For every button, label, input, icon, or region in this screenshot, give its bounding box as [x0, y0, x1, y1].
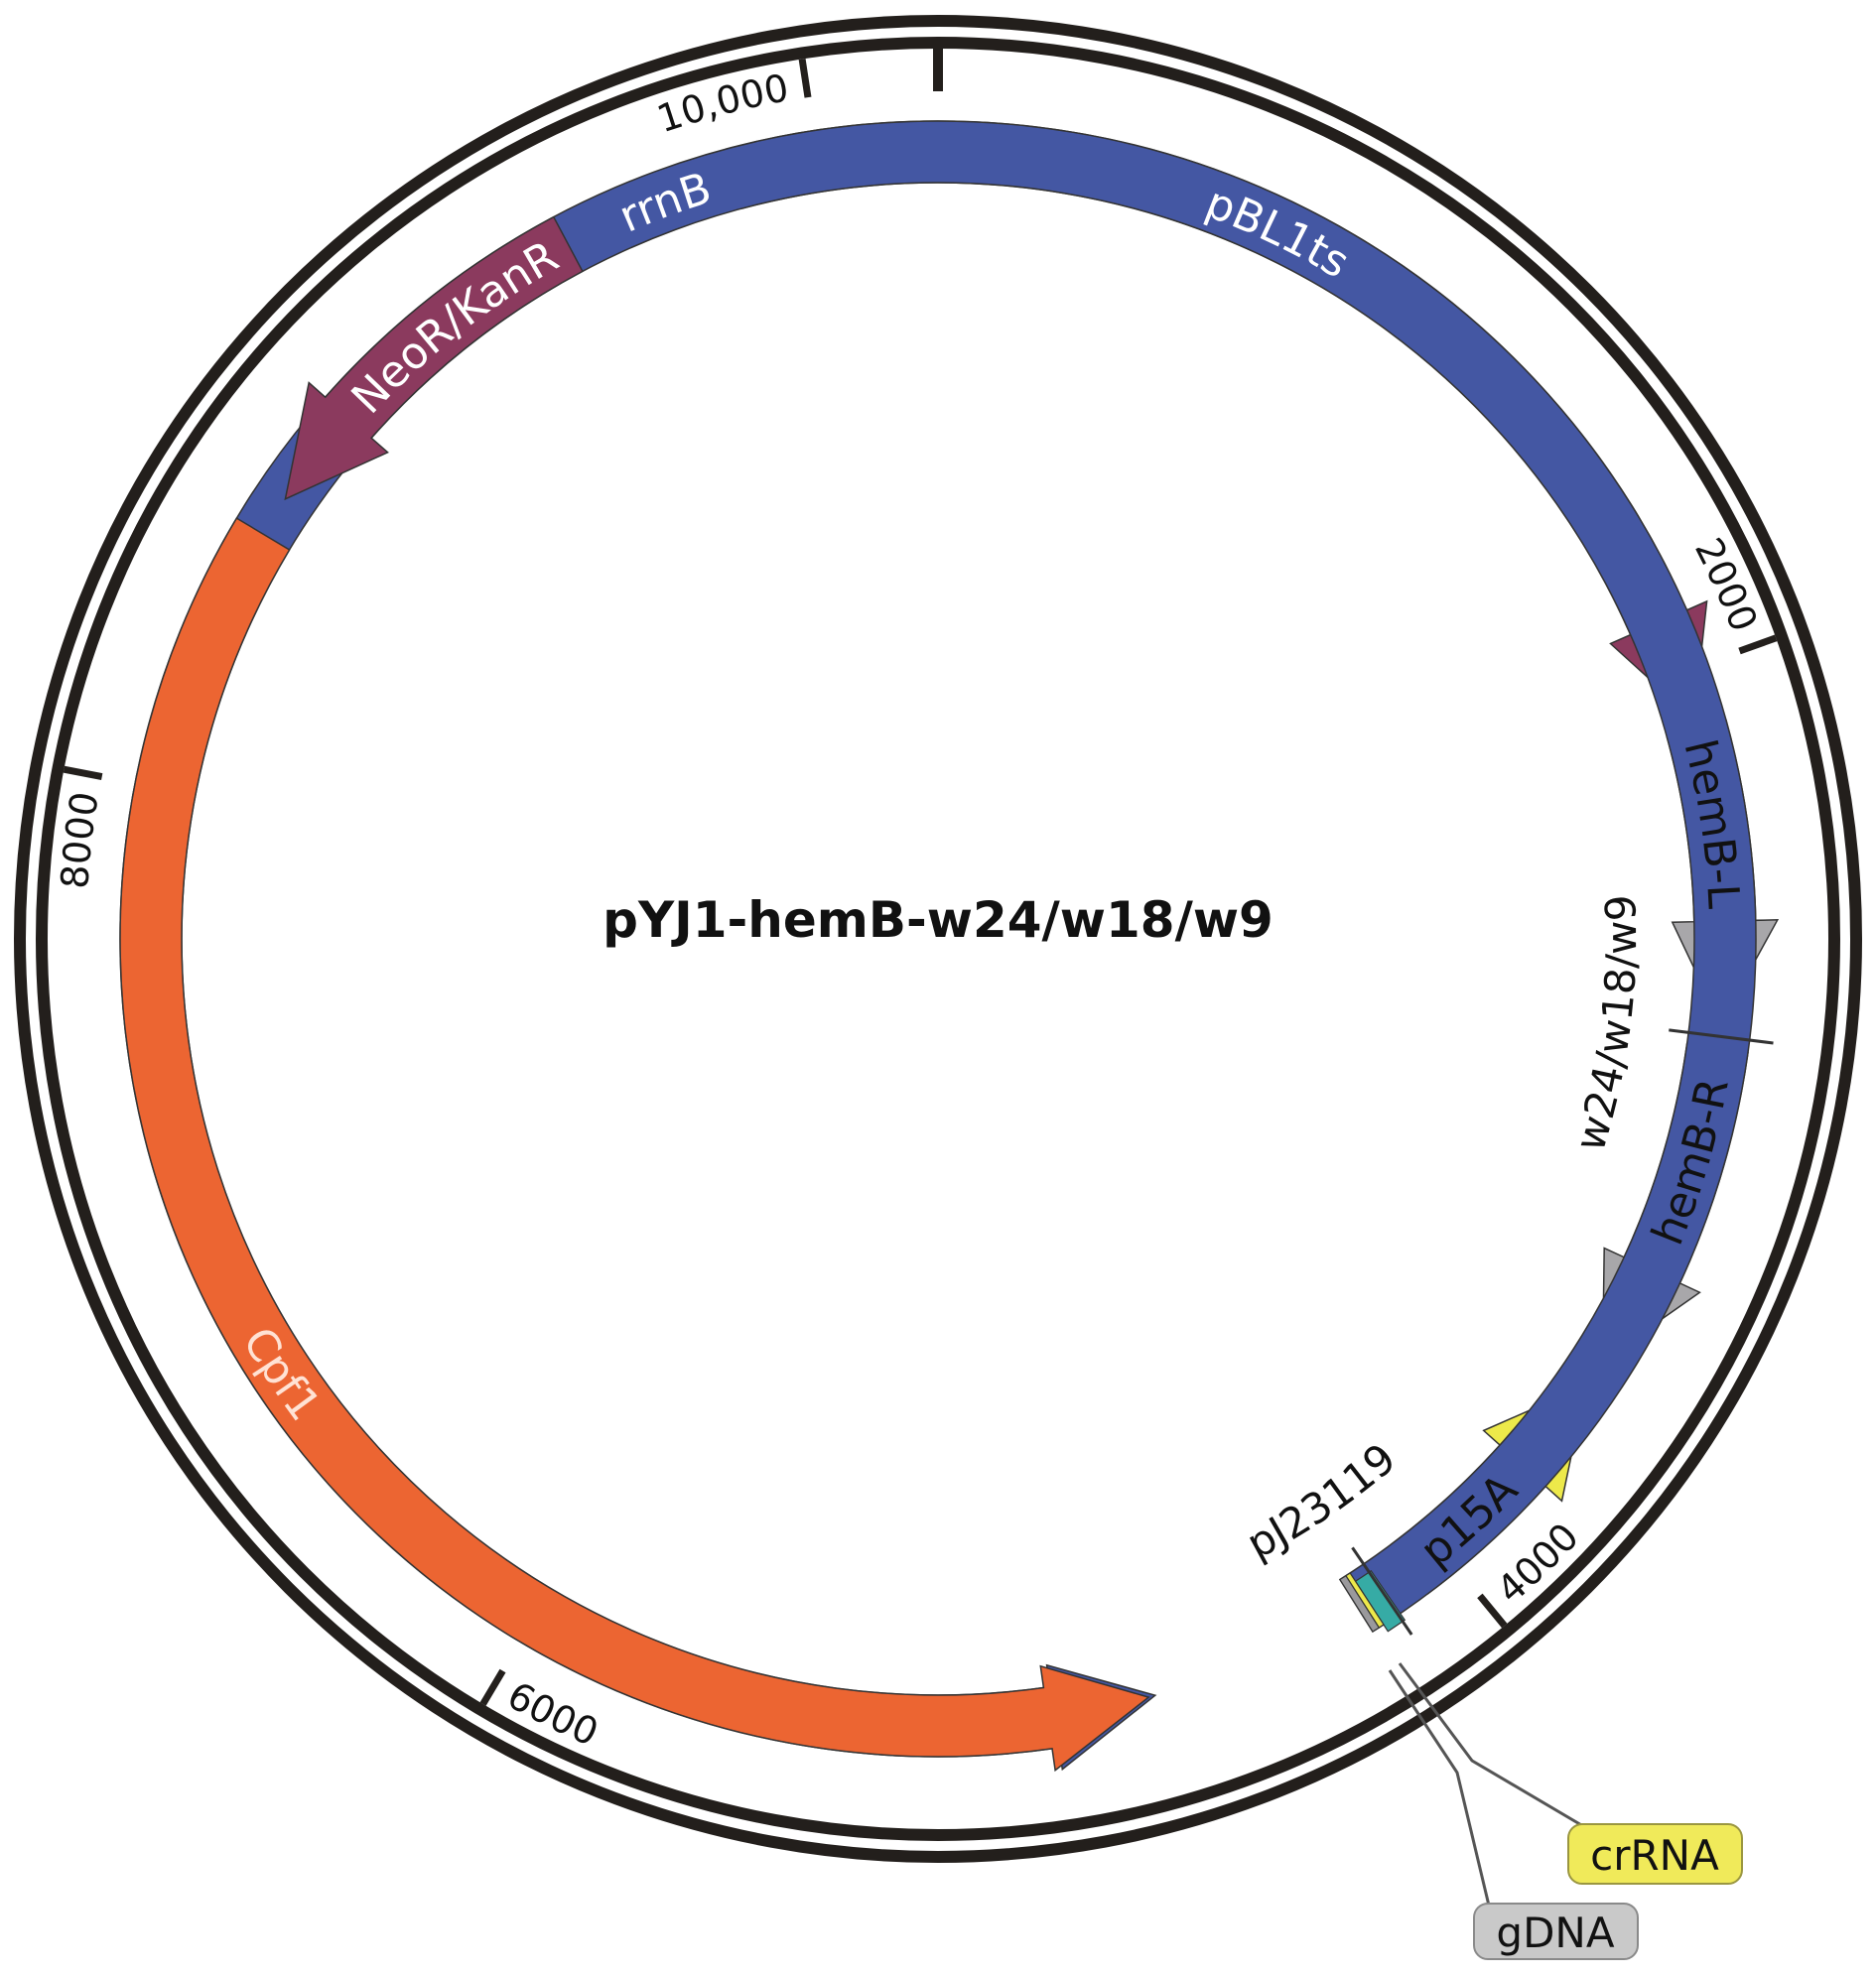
- promoter-part-2: [1339, 1574, 1381, 1633]
- feature-neor-kanr-label-text: NeoR/KanR: [342, 231, 568, 424]
- crrna-label: crRNA: [1590, 1831, 1719, 1880]
- callouts: crRNA gDNA: [1388, 1662, 1743, 1960]
- crrna-leader-line: [1398, 1662, 1584, 1828]
- tick-mark-10-000: [798, 58, 812, 98]
- feature-neor-kanr-label: NeoR/KanR: [342, 231, 568, 424]
- gdna-leader-line: [1388, 1669, 1491, 1907]
- tick-label-8000: 8000: [53, 789, 107, 890]
- feature-neor-kanr-arrow[interactable]: [284, 215, 584, 501]
- crrna-callout: crRNA: [1567, 1823, 1743, 1885]
- feature-pbl1ts-label-text: pBL1ts: [1199, 178, 1358, 289]
- gdna-callout: gDNA: [1473, 1903, 1639, 1960]
- annotation-w24-w18-w9-text: w24/w18/w9: [1565, 893, 1646, 1156]
- annotation-w24-w18-w9: w24/w18/w9: [1565, 893, 1646, 1156]
- tick-mark-4000: [1477, 1593, 1508, 1629]
- site-marker-pj23119: [1351, 1546, 1413, 1636]
- tick-mark-8000: [63, 765, 103, 781]
- tick-label-8000-text: 8000: [53, 789, 107, 890]
- backbone-outer-strand: [14, 15, 1862, 1863]
- features: [119, 120, 1780, 1773]
- feature-cpf1-arrow[interactable]: [119, 517, 1150, 1773]
- gdna-badge: [1473, 1903, 1639, 1960]
- gdna-label: gDNA: [1496, 1909, 1614, 1957]
- tick-mark-2000: [1738, 634, 1778, 655]
- promoter-parts: [1339, 1028, 1774, 1636]
- crrna-badge: [1567, 1823, 1743, 1885]
- site-marker-w24-w18-w9: [1669, 1028, 1774, 1045]
- tick-mark-6000: [479, 1668, 506, 1706]
- plasmid-title: pYJ1-hemB-w24/w18/w9: [603, 891, 1273, 949]
- annotation-pj23119: pJ23119: [1239, 1434, 1405, 1569]
- feature-pbl1ts-label: pBL1ts: [1199, 178, 1358, 289]
- annotation-pj23119-text: pJ23119: [1239, 1434, 1405, 1569]
